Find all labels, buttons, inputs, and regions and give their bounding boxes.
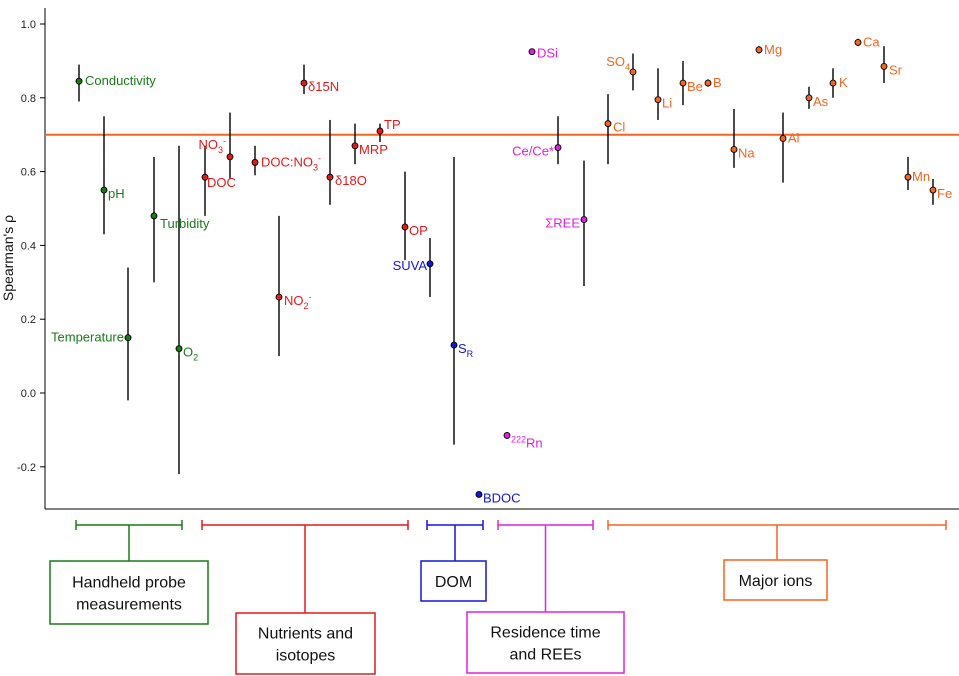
point-label-222rn-3-3: 222Rn (511, 434, 543, 450)
point-na-4-6 (730, 146, 738, 153)
y-ticks: -0.2 0.0 0.2 0.4 0.6 0.8 1.0 (17, 19, 45, 474)
point-label-tp-1-7: TP (384, 117, 401, 132)
point-ce-ce-3-1 (554, 144, 562, 152)
point-label-ca-4-10: Ca (863, 34, 880, 49)
group-dom-label: DOM (435, 574, 472, 591)
point-label-as-4-7: As (813, 94, 829, 109)
point-as-4-7 (805, 94, 813, 102)
point-label-ph-0-1: pH (108, 186, 125, 201)
group-dom-box (420, 560, 487, 602)
point-li-4-1 (654, 96, 662, 104)
point-label-suva-2-0: SUVA (393, 258, 428, 273)
point-sr-4-11 (880, 62, 888, 70)
point-label-mg-4-5: Mg (764, 42, 782, 57)
point-label-na-4-6: Na (738, 145, 755, 160)
point-fe-4-13 (929, 186, 937, 194)
point-doc-1-1 (201, 173, 209, 181)
point-label-ree-3-2: ΣREE (545, 216, 580, 231)
point-label-18o-1-5: δ18O (335, 173, 367, 188)
point-label-15n-1-4: δ15N (308, 79, 339, 94)
point-b-4-3 (704, 79, 712, 87)
point-mn-4-12 (904, 173, 912, 181)
point-be-4-2 (679, 79, 687, 87)
point-15n-1-4 (300, 79, 308, 87)
y-tick-label-5: 0.8 (21, 93, 36, 105)
y-axis-title: Spearman's ρ (0, 215, 16, 301)
point-temperature-0-3 (124, 334, 132, 342)
point-label-conductivity-0-0: Conductivity (85, 73, 156, 88)
point-label-sr-4-11: Sr (889, 62, 903, 77)
point-label-mn-4-12: Mn (912, 169, 930, 184)
point-label-so4-4-0: SO4 (606, 54, 630, 72)
point-ph-0-1 (100, 186, 108, 194)
point-18o-1-5 (326, 173, 334, 181)
point-222rn-3-3 (503, 431, 511, 439)
point-conductivity-0-0 (75, 77, 83, 85)
point-bdoc-2-2 (475, 491, 483, 498)
point-so4-4-0 (629, 68, 637, 76)
point-no3-1-0 (226, 153, 234, 161)
point-label-k-4-8: K (839, 75, 848, 90)
point-label-al-4-9: Al (788, 130, 800, 145)
point-op-1-8 (401, 223, 409, 231)
point-label-turbidity-0-2: Turbidity (160, 216, 210, 231)
y-tick-label-2: 0.2 (21, 314, 36, 326)
point-tp-1-7 (376, 127, 384, 135)
point-k-4-8 (829, 79, 837, 87)
point-label-be-4-2: Be (687, 79, 703, 94)
point-label-sr-2-1: SR (458, 341, 474, 359)
group-major-ions-label: Major ions (739, 573, 813, 590)
point-label-cl-4-4: Cl (613, 120, 625, 135)
y-tick-label-0: -0.2 (17, 462, 36, 474)
group-residence-time-and-rees-box (466, 611, 625, 674)
point-label-li-4-1: Li (662, 96, 672, 111)
point-al-4-9 (779, 134, 787, 142)
point-doc-no3-1-2 (251, 158, 259, 166)
point-label-doc-1-1: DOC (207, 175, 236, 190)
point-label-no2-1-3: NO2- (284, 292, 312, 311)
point-suva-2-0 (426, 260, 434, 268)
group-nutrients-and-isotopes-box (235, 612, 376, 675)
point-label-doc-no3-1-2: DOC:NO3- (261, 153, 321, 172)
point-label-op-1-8: OP (409, 223, 428, 238)
point-label-no3-1-0: NO3- (198, 136, 226, 155)
point-label-o2-0-4: O2 (183, 345, 198, 363)
point-label-fe-4-13: Fe (937, 186, 952, 201)
point-label-dsi-3-0: DSi (537, 46, 558, 61)
group-handheld-probe-measurements-box (49, 560, 209, 625)
point-label-ce-ce-3-1: Ce/Ce* (512, 144, 554, 159)
point-dsi-3-0 (528, 48, 536, 56)
y-tick-label-1: 0.0 (21, 388, 36, 400)
group-major-ions-box (723, 559, 828, 601)
point-ca-4-10 (854, 39, 862, 46)
point-label-bdoc-2-2: BDOC (483, 490, 521, 505)
point-cl-4-4 (604, 120, 612, 128)
point-label-temperature-0-3: Temperature (51, 330, 124, 345)
point-no2-1-3 (275, 293, 283, 301)
point-label-mrp-1-6: MRP (359, 142, 388, 157)
point-mg-4-5 (755, 46, 763, 54)
point-turbidity-0-2 (150, 212, 158, 220)
point-sr-2-1 (450, 341, 458, 349)
point-o2-0-4 (175, 345, 183, 353)
error-bars (78, 38, 934, 475)
y-tick-label-6: 1.0 (21, 19, 36, 31)
axes: Spearman's ρ (0, 8, 959, 510)
point-ree-3-2 (580, 216, 588, 224)
point-mrp-1-6 (351, 142, 359, 150)
point-label-b-4-3: B (713, 75, 722, 90)
y-tick-label-4: 0.6 (21, 167, 36, 179)
y-tick-label-3: 0.4 (21, 240, 36, 252)
